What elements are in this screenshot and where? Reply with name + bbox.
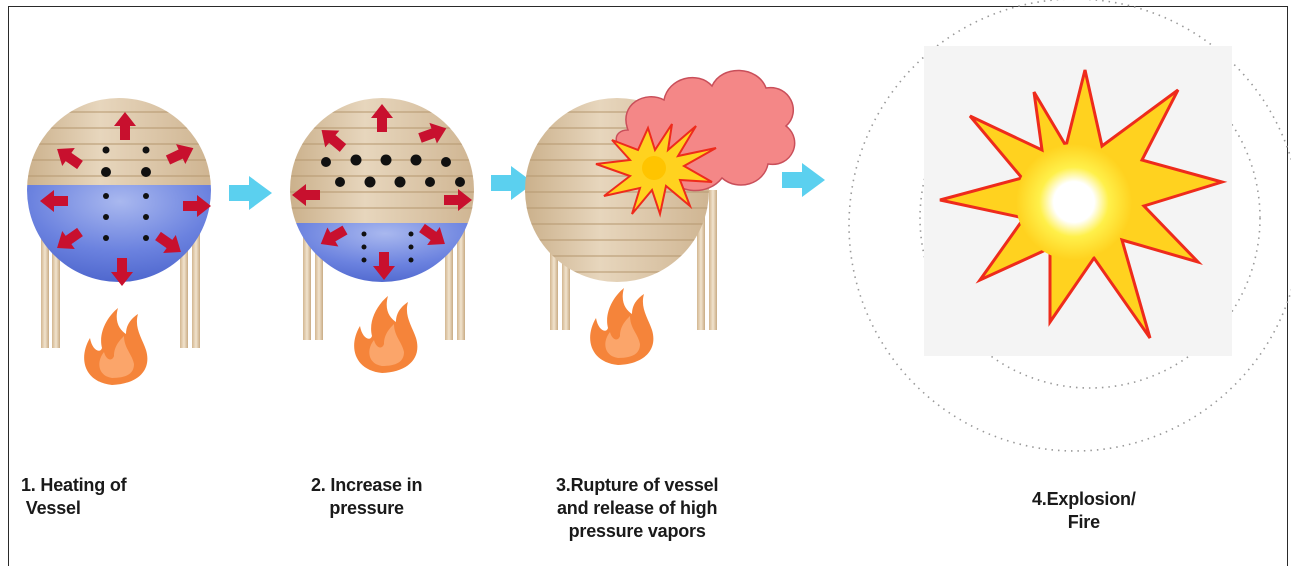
caption-line: pressure <box>311 497 422 520</box>
stage-3-vessel <box>520 70 795 365</box>
fire-icon <box>590 288 653 365</box>
fire-icon <box>84 308 147 385</box>
stage-3-caption: 3.Rupture of vessel and release of high … <box>556 474 718 543</box>
stage-1-vessel <box>20 95 220 385</box>
caption-line: 4.Explosion/ <box>1032 488 1136 511</box>
caption-line: 2. Increase in <box>311 474 422 497</box>
flow-arrow-icon <box>782 163 825 197</box>
fire-icon <box>354 296 417 373</box>
stage-4-explosion <box>849 0 1291 451</box>
caption-line: pressure vapors <box>556 520 718 543</box>
caption-line: Vessel <box>21 497 126 520</box>
caption-line: Fire <box>1032 511 1136 534</box>
vessel-leg <box>709 190 717 330</box>
stage-1-caption: 1. Heating of Vessel <box>21 474 126 520</box>
flow-arrow-icon <box>229 176 272 210</box>
caption-line: and release of high <box>556 497 718 520</box>
caption-line: 3.Rupture of vessel <box>556 474 718 497</box>
stage-2-caption: 2. Increase in pressure <box>311 474 422 520</box>
caption-line: 1. Heating of <box>21 474 126 497</box>
vessel-leg <box>192 230 200 348</box>
stage-4-caption: 4.Explosion/ Fire <box>1032 488 1136 534</box>
stage-2-vessel <box>285 95 485 373</box>
